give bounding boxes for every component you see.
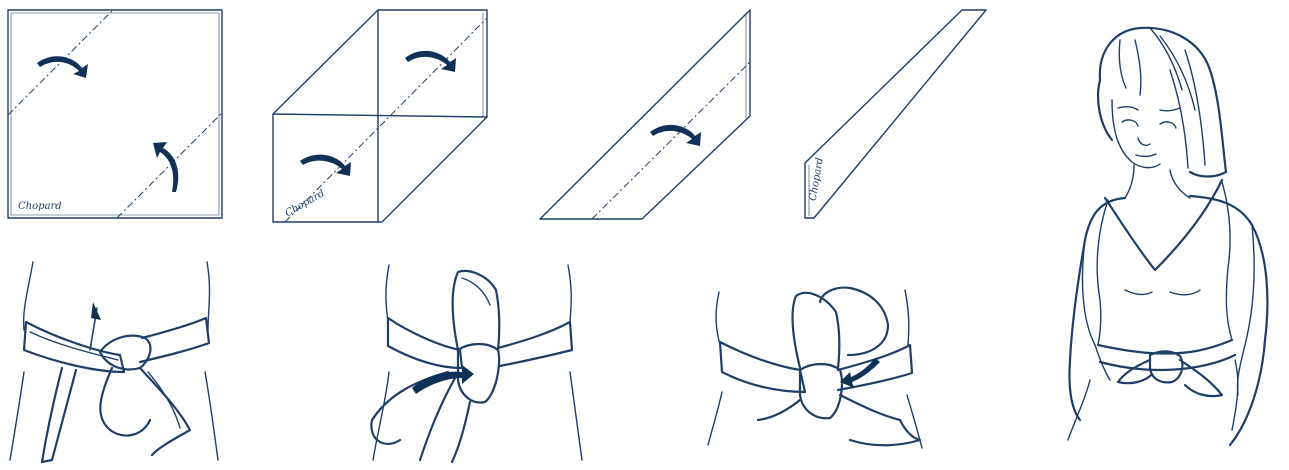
curved-arrow-icon — [300, 154, 351, 176]
step-7-knot-finish — [707, 286, 923, 449]
straight-arrow-icon — [89, 302, 101, 351]
curved-arrow-icon — [405, 50, 456, 72]
curved-arrow-icon — [412, 365, 474, 394]
curved-arrow-icon — [840, 358, 880, 388]
signature-text: Chopard — [283, 188, 326, 219]
step-3-band-fold — [539, 9, 751, 220]
step-6-form-loop — [370, 264, 583, 464]
step-8-finished-look — [1067, 26, 1269, 447]
curved-arrow-icon — [650, 124, 701, 146]
curved-arrow-icon — [37, 56, 88, 78]
step-1-square-fold: Chopard — [7, 9, 223, 219]
step-5-wrap-waist — [9, 261, 219, 464]
signature-text: Chopard — [18, 201, 62, 212]
signature-text: Chopard — [808, 157, 826, 202]
step-4-narrow-band: Chopard — [804, 9, 987, 219]
curved-arrow-icon — [153, 142, 179, 192]
step-2-diagonal-fold: Chopard — [272, 9, 488, 223]
